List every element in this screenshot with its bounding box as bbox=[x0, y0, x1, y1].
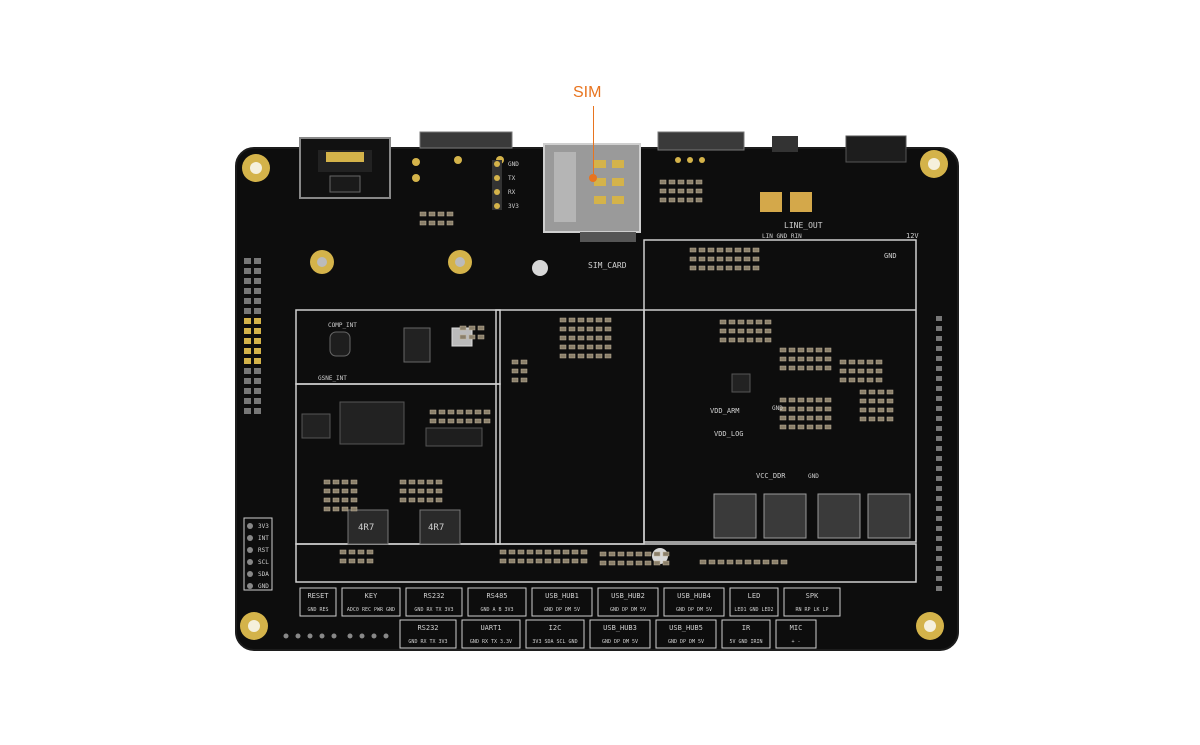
connector-labels-top: RESET GND RES KEY ADC0 REC PWR GND RS232GND … bbox=[299, 587, 841, 617]
top-connector-8-pins: RN RP LK LP bbox=[795, 607, 828, 613]
bottom-connector-2-pins: 3V3 SDA SCL GND bbox=[532, 639, 577, 645]
sim-card-label: SIM_CARD bbox=[588, 261, 627, 270]
top-connector-6-name: USB_HUB4 bbox=[677, 592, 711, 600]
top-connector-7-name: LED bbox=[748, 592, 761, 600]
silk-text: SIM_CARD LINE_OUT LIN GND RIN 12V GND CO… bbox=[318, 221, 919, 533]
left-pin-gnd: GND bbox=[258, 583, 269, 590]
left-pin-sda: SDA bbox=[258, 571, 269, 578]
top-connector-1-pins: ADC0 REC PWR GND bbox=[347, 607, 395, 613]
bottom-connector-5-pins: 5V GND IRIN bbox=[729, 639, 762, 645]
top-connector-5-pins: GND DP DM 5V bbox=[610, 607, 646, 613]
bottom-edge-pins bbox=[283, 633, 389, 639]
top-connector-4-name: USB_HUB1 bbox=[545, 592, 579, 600]
top-connector-1-name: KEY bbox=[365, 592, 378, 600]
comp-int-label: COMP_INT bbox=[328, 322, 357, 329]
top-connector-7-pins: LED1 GND LED2 bbox=[734, 607, 773, 613]
callout-leader-line bbox=[593, 106, 594, 176]
bottom-connector-6-pins: + - bbox=[791, 639, 800, 645]
line-out-pins-label: LIN GND RIN bbox=[762, 233, 802, 240]
left-pin-header bbox=[244, 258, 261, 589]
top-connector-5-name: USB_HUB2 bbox=[611, 592, 645, 600]
callout-leader-dot bbox=[589, 174, 597, 182]
v12-label: 12V bbox=[906, 232, 919, 240]
ethernet-jack bbox=[299, 137, 391, 199]
left-pin-int: INT bbox=[258, 535, 269, 542]
bottom-connector-0-pins: GND RX TX 3V3 bbox=[408, 639, 447, 645]
top-connectors bbox=[412, 131, 907, 182]
vcc-ddr-label: VCC_DDR bbox=[756, 472, 786, 480]
left-pin-scl: SCL bbox=[258, 559, 269, 566]
uart-pin-rx: RX bbox=[508, 189, 516, 196]
inductor-1-label: 4R7 bbox=[358, 523, 374, 533]
bottom-connector-1-name: UART1 bbox=[480, 624, 501, 632]
bottom-connector-0-name: RS232 bbox=[417, 624, 438, 632]
gnd-mid2-label: GND bbox=[808, 473, 819, 480]
inductor-2-label: 4R7 bbox=[428, 523, 444, 533]
top-connector-3-pins: GND A B 3V3 bbox=[480, 607, 513, 613]
top-connector-0-name: RESET bbox=[307, 592, 329, 600]
bottom-connector-3-pins: GND DP DM 5V bbox=[602, 639, 638, 645]
passive-components bbox=[323, 179, 894, 566]
uart-pin-3v3: 3V3 bbox=[508, 203, 519, 210]
left-header-labels: 3V3 INT RST SCL SDA GND bbox=[243, 517, 273, 591]
bottom-connector-2-name: I2C bbox=[549, 624, 562, 632]
right-pin-header bbox=[936, 316, 942, 591]
top-connector-6-pins: GND DP DM 5V bbox=[676, 607, 712, 613]
bottom-connector-5-name: IR bbox=[742, 624, 751, 632]
vdd-arm-label: VDD_ARM bbox=[710, 407, 740, 415]
bottom-connector-6-name: MIC bbox=[790, 624, 803, 632]
top-connector-0-pins: GND RES bbox=[307, 607, 328, 613]
top-connector-2-name: RS232 bbox=[423, 592, 444, 600]
top-connector-4-pins: GND DP DM 5V bbox=[544, 607, 580, 613]
sim-card-holder bbox=[543, 143, 641, 242]
left-pin-rst: RST bbox=[258, 547, 269, 554]
top-connector-2-pins: GND RX TX 3V3 bbox=[414, 607, 453, 613]
uart-pin-tx: TX bbox=[508, 175, 516, 182]
bottom-connector-4-pins: GND DP DM 5V bbox=[668, 639, 704, 645]
top-connector-8-name: SPK bbox=[806, 592, 819, 600]
bottom-connector-4-name: USB_HUB5 bbox=[669, 624, 703, 632]
line-out-label: LINE_OUT bbox=[784, 221, 823, 230]
vdd-log-label: VDD_LOG bbox=[714, 430, 744, 438]
gnd-top-label: GND bbox=[884, 252, 897, 260]
bottom-connector-1-pins: GND RX TX 3.3V bbox=[470, 639, 512, 645]
sim-callout-label: SIM bbox=[573, 84, 602, 101]
mounting-holes bbox=[240, 150, 948, 640]
uart-header: GND TX RX 3V3 bbox=[492, 160, 519, 210]
top-connector-3-name: RS485 bbox=[486, 592, 507, 600]
gnd-mid-label: GND bbox=[772, 405, 783, 412]
left-pin-3v3: 3V3 bbox=[258, 523, 269, 530]
silkscreen-frames bbox=[295, 239, 917, 583]
gsne-int-label: GSNE_INT bbox=[318, 375, 347, 382]
inductors bbox=[347, 192, 911, 545]
bottom-connector-3-name: USB_HUB3 bbox=[603, 624, 637, 632]
uart-pin-gnd: GND bbox=[508, 161, 519, 168]
